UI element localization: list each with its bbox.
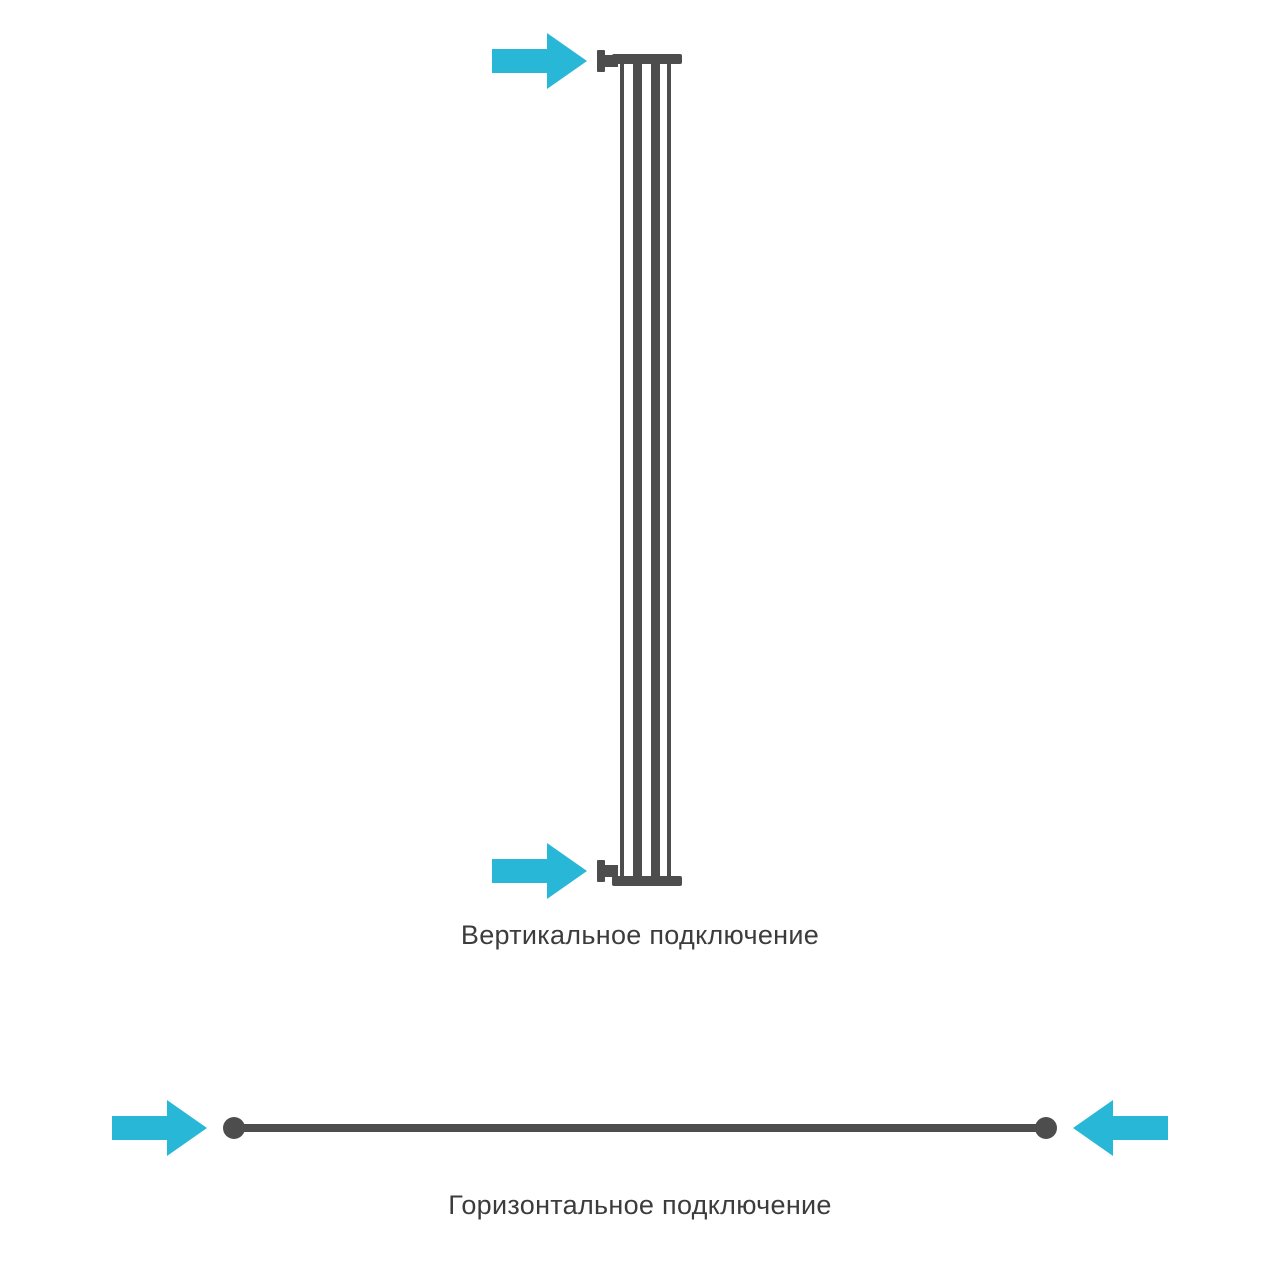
vertical-connection-diagram bbox=[492, 33, 682, 899]
vertical-connection-label: Вертикальное подключение bbox=[460, 920, 820, 950]
pipe-body bbox=[232, 1124, 1048, 1132]
bottom-fitting-stub bbox=[604, 865, 618, 877]
horizontal-connection-label: Горизонтальное подключение bbox=[448, 1190, 832, 1220]
rail-tube-outer-right bbox=[667, 60, 671, 880]
rail-tube-outer-left bbox=[620, 60, 624, 880]
horizontal-pipe bbox=[223, 1117, 1057, 1139]
horizontal-connection-diagram bbox=[112, 1100, 1168, 1156]
flow-arrow-right-icon bbox=[1073, 1100, 1168, 1156]
rail-bottom-cap bbox=[612, 876, 682, 886]
pipe-end-left bbox=[223, 1117, 245, 1139]
bottom-fitting-nut bbox=[597, 860, 605, 882]
top-fitting-nut bbox=[597, 50, 605, 72]
pipe-end-right bbox=[1035, 1117, 1057, 1139]
flow-arrow-top-icon bbox=[492, 33, 587, 89]
flow-arrow-left-icon bbox=[112, 1100, 207, 1156]
rail-tube-inner-right bbox=[651, 60, 660, 880]
flow-arrow-bottom-icon bbox=[492, 843, 587, 899]
vertical-rail bbox=[597, 50, 682, 886]
rail-top-cap bbox=[612, 54, 682, 64]
rail-tube-inner-left bbox=[633, 60, 642, 880]
